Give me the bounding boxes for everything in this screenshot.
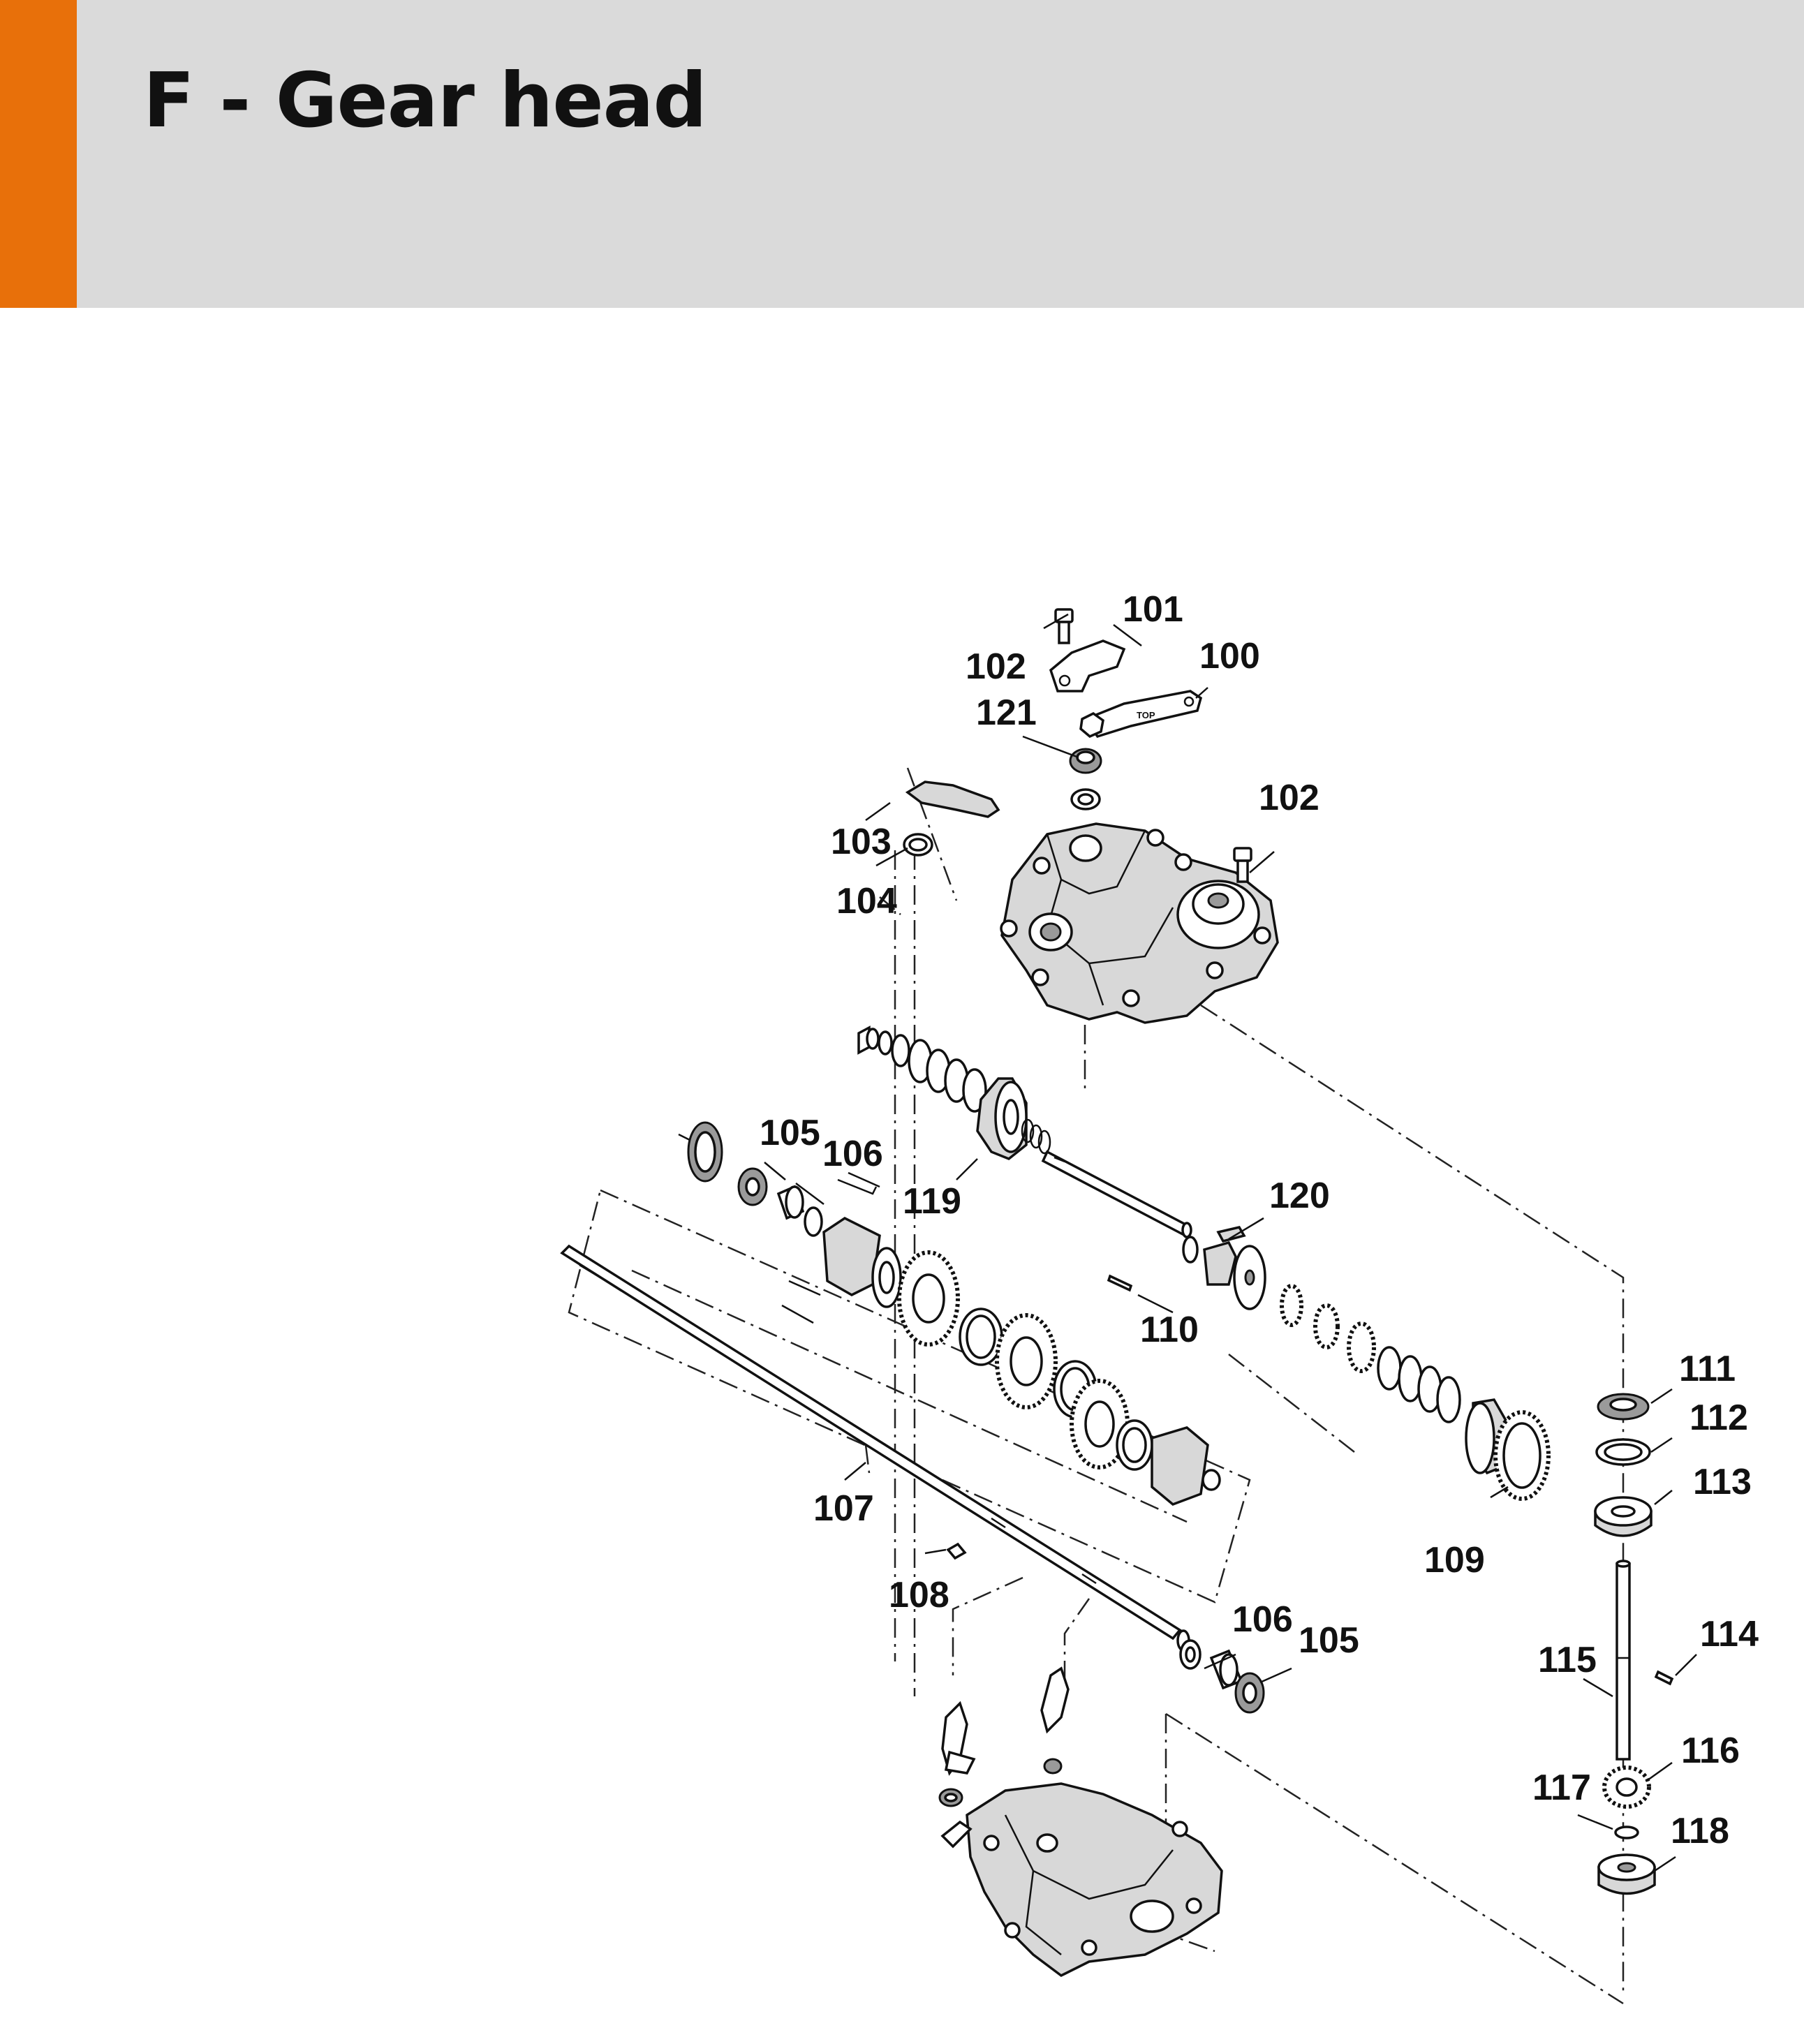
callout-103: 103 (831, 822, 892, 862)
page-title: F - Gear head (143, 57, 707, 145)
callout-114: 114 (1700, 1614, 1759, 1654)
callout-100: 100 (1199, 636, 1260, 676)
leader-lines (764, 613, 1697, 1872)
callout-102: 102 (966, 646, 1026, 687)
callout-101: 101 (1123, 589, 1183, 630)
callout-118: 118 (1671, 1811, 1729, 1851)
lever-marking: TOP (1137, 710, 1155, 720)
callout-109: 109 (1424, 1540, 1485, 1580)
top-parts: TOP (903, 608, 1252, 883)
callout-102-right: 102 (1259, 778, 1319, 818)
lower-housing (938, 1666, 1223, 1978)
callout-113: 113 (1693, 1462, 1752, 1502)
callout-108: 108 (889, 1575, 949, 1615)
callout-119: 119 (903, 1181, 961, 1222)
callout-111: 111 (1679, 1349, 1736, 1389)
callout-105: 105 (760, 1113, 820, 1153)
callout-116: 116 (1681, 1731, 1740, 1771)
vertical-shaft-assembly (1594, 1393, 1674, 1895)
callout-104: 104 (836, 881, 897, 921)
callout-106: 106 (822, 1134, 883, 1174)
callout-107: 107 (813, 1488, 874, 1529)
callout-112: 112 (1690, 1398, 1748, 1438)
callout-120: 120 (1269, 1176, 1330, 1216)
input-shaft-assembly (857, 1025, 1509, 1475)
main-shaft-107 (560, 1244, 1265, 1714)
callout-121: 121 (976, 693, 1037, 733)
callout-105-lower: 105 (1299, 1620, 1359, 1661)
accent-bar (0, 0, 77, 308)
callout-110: 110 (1140, 1310, 1199, 1350)
callout-117: 117 (1532, 1768, 1591, 1808)
bevel-gear-109 (1493, 1410, 1551, 1501)
countershaft-assembly (678, 1121, 1221, 1506)
callout-labels: 101 102 100 121 102 103 104 105 106 119 … (760, 589, 1759, 1851)
header-banner (0, 0, 1804, 308)
callout-115: 115 (1538, 1640, 1597, 1680)
upper-housing (1000, 822, 1279, 1024)
callout-106-lower: 106 (1232, 1599, 1293, 1640)
